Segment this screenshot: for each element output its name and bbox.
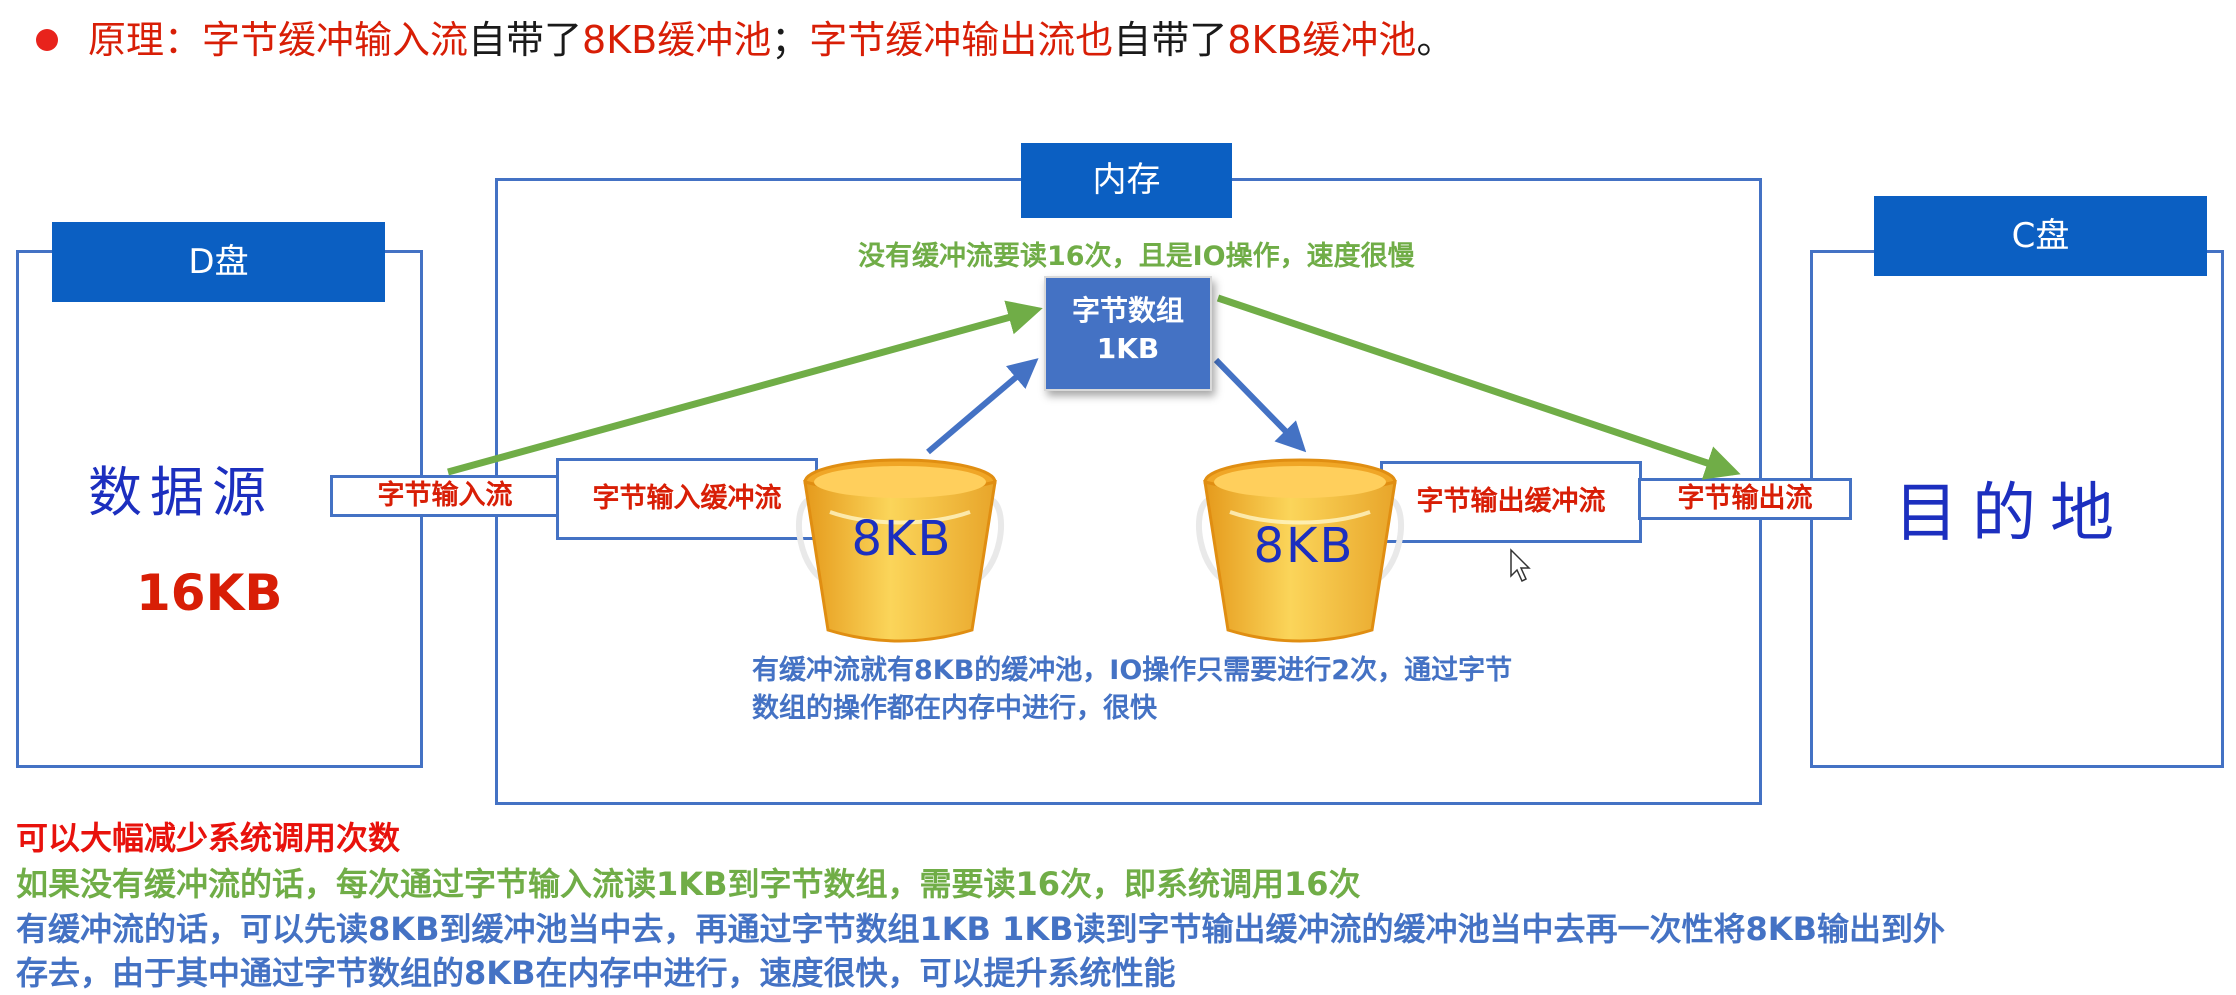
principle-part1: 字节缓冲输入流 xyxy=(202,18,469,62)
byte-array-box: 字节数组 1KB xyxy=(1044,276,1212,391)
disk-c-title: C盘 xyxy=(1874,196,2207,276)
bullet-dot-icon xyxy=(36,28,58,51)
with-buffer-note: 有缓冲流就有8KB的缓冲池，IO操作只需要进行2次，通过字节 数组的操作都在内存… xyxy=(752,652,1572,728)
summary-line-4: 存去，由于其中通过字节数组的8KB在内存中进行，速度很快，可以提升系统性能 xyxy=(16,954,1176,992)
summary-line-2: 如果没有缓冲流的话，每次通过字节输入流读1KB到字节数组，需要读16次，即系统调… xyxy=(16,865,1361,903)
byte-output-stream-box: 字节输出流 xyxy=(1638,478,1852,520)
principle-label: 原理： xyxy=(88,18,203,62)
bucket-icon xyxy=(1195,458,1405,643)
byte-input-stream-box: 字节输入流 xyxy=(330,475,560,517)
memory-title: 内存 xyxy=(1021,143,1232,218)
green-arrow-to-output xyxy=(1216,294,1741,480)
with-buffer-note-line1: 有缓冲流就有8KB的缓冲池，IO操作只需要进行2次，通过字节 xyxy=(752,655,1513,686)
blue-arrow-bucket-to-array xyxy=(926,358,1039,455)
principle-part8: 。 xyxy=(1416,18,1455,62)
left-bucket-label: 8KB xyxy=(852,511,953,567)
data-source-label: 数据源 xyxy=(88,461,274,524)
blue-arrow-array-to-bucket xyxy=(1213,357,1307,453)
principle-line: 原理：字节缓冲输入流自带了8KB缓冲池；字节缓冲输出流也自带了8KB缓冲池。 xyxy=(36,10,1454,70)
principle-part2: 自带了 xyxy=(468,18,583,62)
buffered-input-stream-box: 字节输入缓冲流 xyxy=(556,458,818,540)
summary-line-3: 有缓冲流的话，可以先读8KB到缓冲池当中去，再通过字节数组1KB 1KB读到字节… xyxy=(16,910,1945,948)
destination-label: 目的地 xyxy=(1894,477,2128,551)
disk-d-title: D盘 xyxy=(52,222,385,302)
cursor-icon xyxy=(1510,548,1531,583)
right-bucket-label: 8KB xyxy=(1254,518,1355,574)
bucket-icon xyxy=(795,458,1005,643)
principle-part7: 8KB缓冲池 xyxy=(1227,18,1417,62)
summary-line-1: 可以大幅减少系统调用次数 xyxy=(16,819,401,857)
with-buffer-note-line2: 数组的操作都在内存中进行，很快 xyxy=(752,693,1157,724)
byte-array-title: 字节数组 xyxy=(1071,294,1184,327)
green-arrow-to-array xyxy=(447,300,1043,476)
principle-part5: 字节缓冲输出流也 xyxy=(809,18,1114,62)
data-size-label: 16KB xyxy=(136,564,283,622)
byte-array-size: 1KB xyxy=(1096,332,1160,365)
no-buffer-note: 没有缓冲流要读16次，且是IO操作，速度很慢 xyxy=(858,241,1415,272)
principle-part3: 8KB缓冲池 xyxy=(582,18,772,62)
principle-part6: 自带了 xyxy=(1113,18,1228,62)
disk-c-panel xyxy=(1810,250,2224,768)
principle-part4: ； xyxy=(771,18,810,62)
